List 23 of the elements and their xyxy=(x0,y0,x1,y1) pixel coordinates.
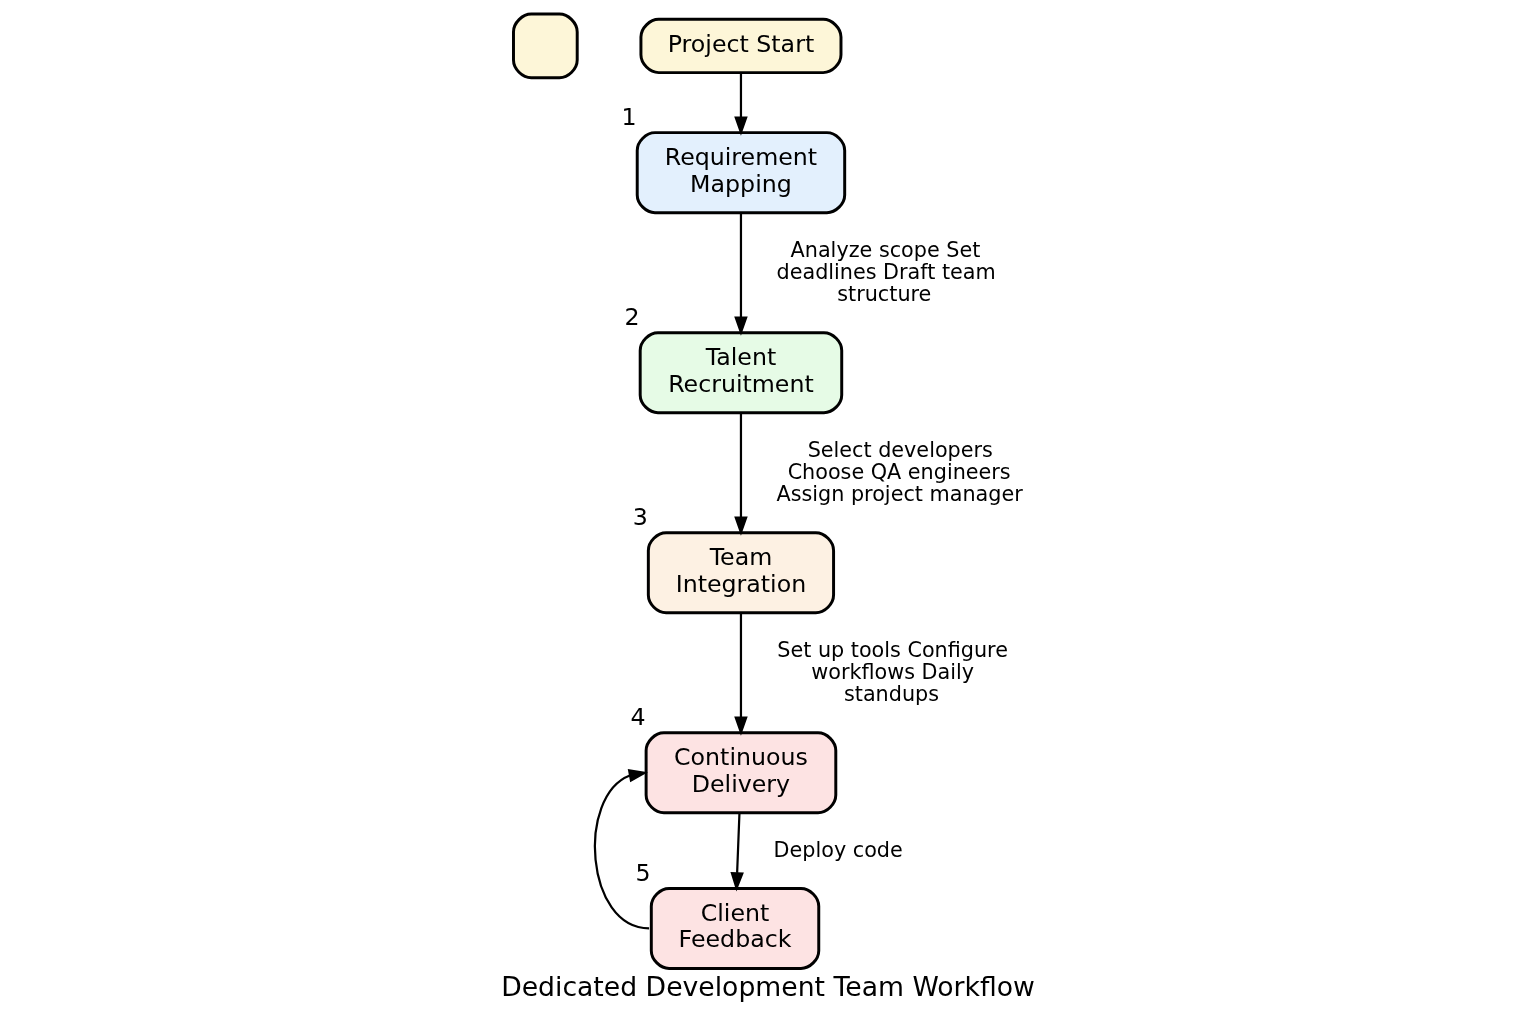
node-label: 2 xyxy=(624,302,640,331)
arrow xyxy=(593,769,650,930)
node-box xyxy=(512,12,579,80)
edge-label: Set up tools Configure workflows Daily standups xyxy=(777,637,1008,707)
node-box: Project Start xyxy=(639,17,843,75)
node-box: Client Feedback xyxy=(649,886,821,970)
node-label: 4 xyxy=(630,703,646,732)
edge-label: Analyze scope Set deadlines Draft team structure xyxy=(776,237,996,307)
edge-label: Select developers Choose QA engineers Assign project manager xyxy=(776,437,1023,507)
node-label: 1 xyxy=(621,102,637,131)
node-box: Talent Recruitment xyxy=(638,331,844,415)
arrow xyxy=(734,73,748,136)
diagram-title: Dedicated Development Team Workflow xyxy=(501,970,1035,1002)
arrow xyxy=(734,413,748,536)
node-label: 3 xyxy=(632,503,648,532)
node-box: Continuous Delivery xyxy=(644,731,838,815)
node-box: Requirement Mapping xyxy=(635,131,847,215)
arrow xyxy=(730,813,744,892)
edge-label: Deploy code xyxy=(773,837,903,862)
arrow xyxy=(734,613,748,736)
arrow xyxy=(734,213,748,336)
node-box: Team Integration xyxy=(646,531,836,615)
node-label: 5 xyxy=(635,858,651,887)
